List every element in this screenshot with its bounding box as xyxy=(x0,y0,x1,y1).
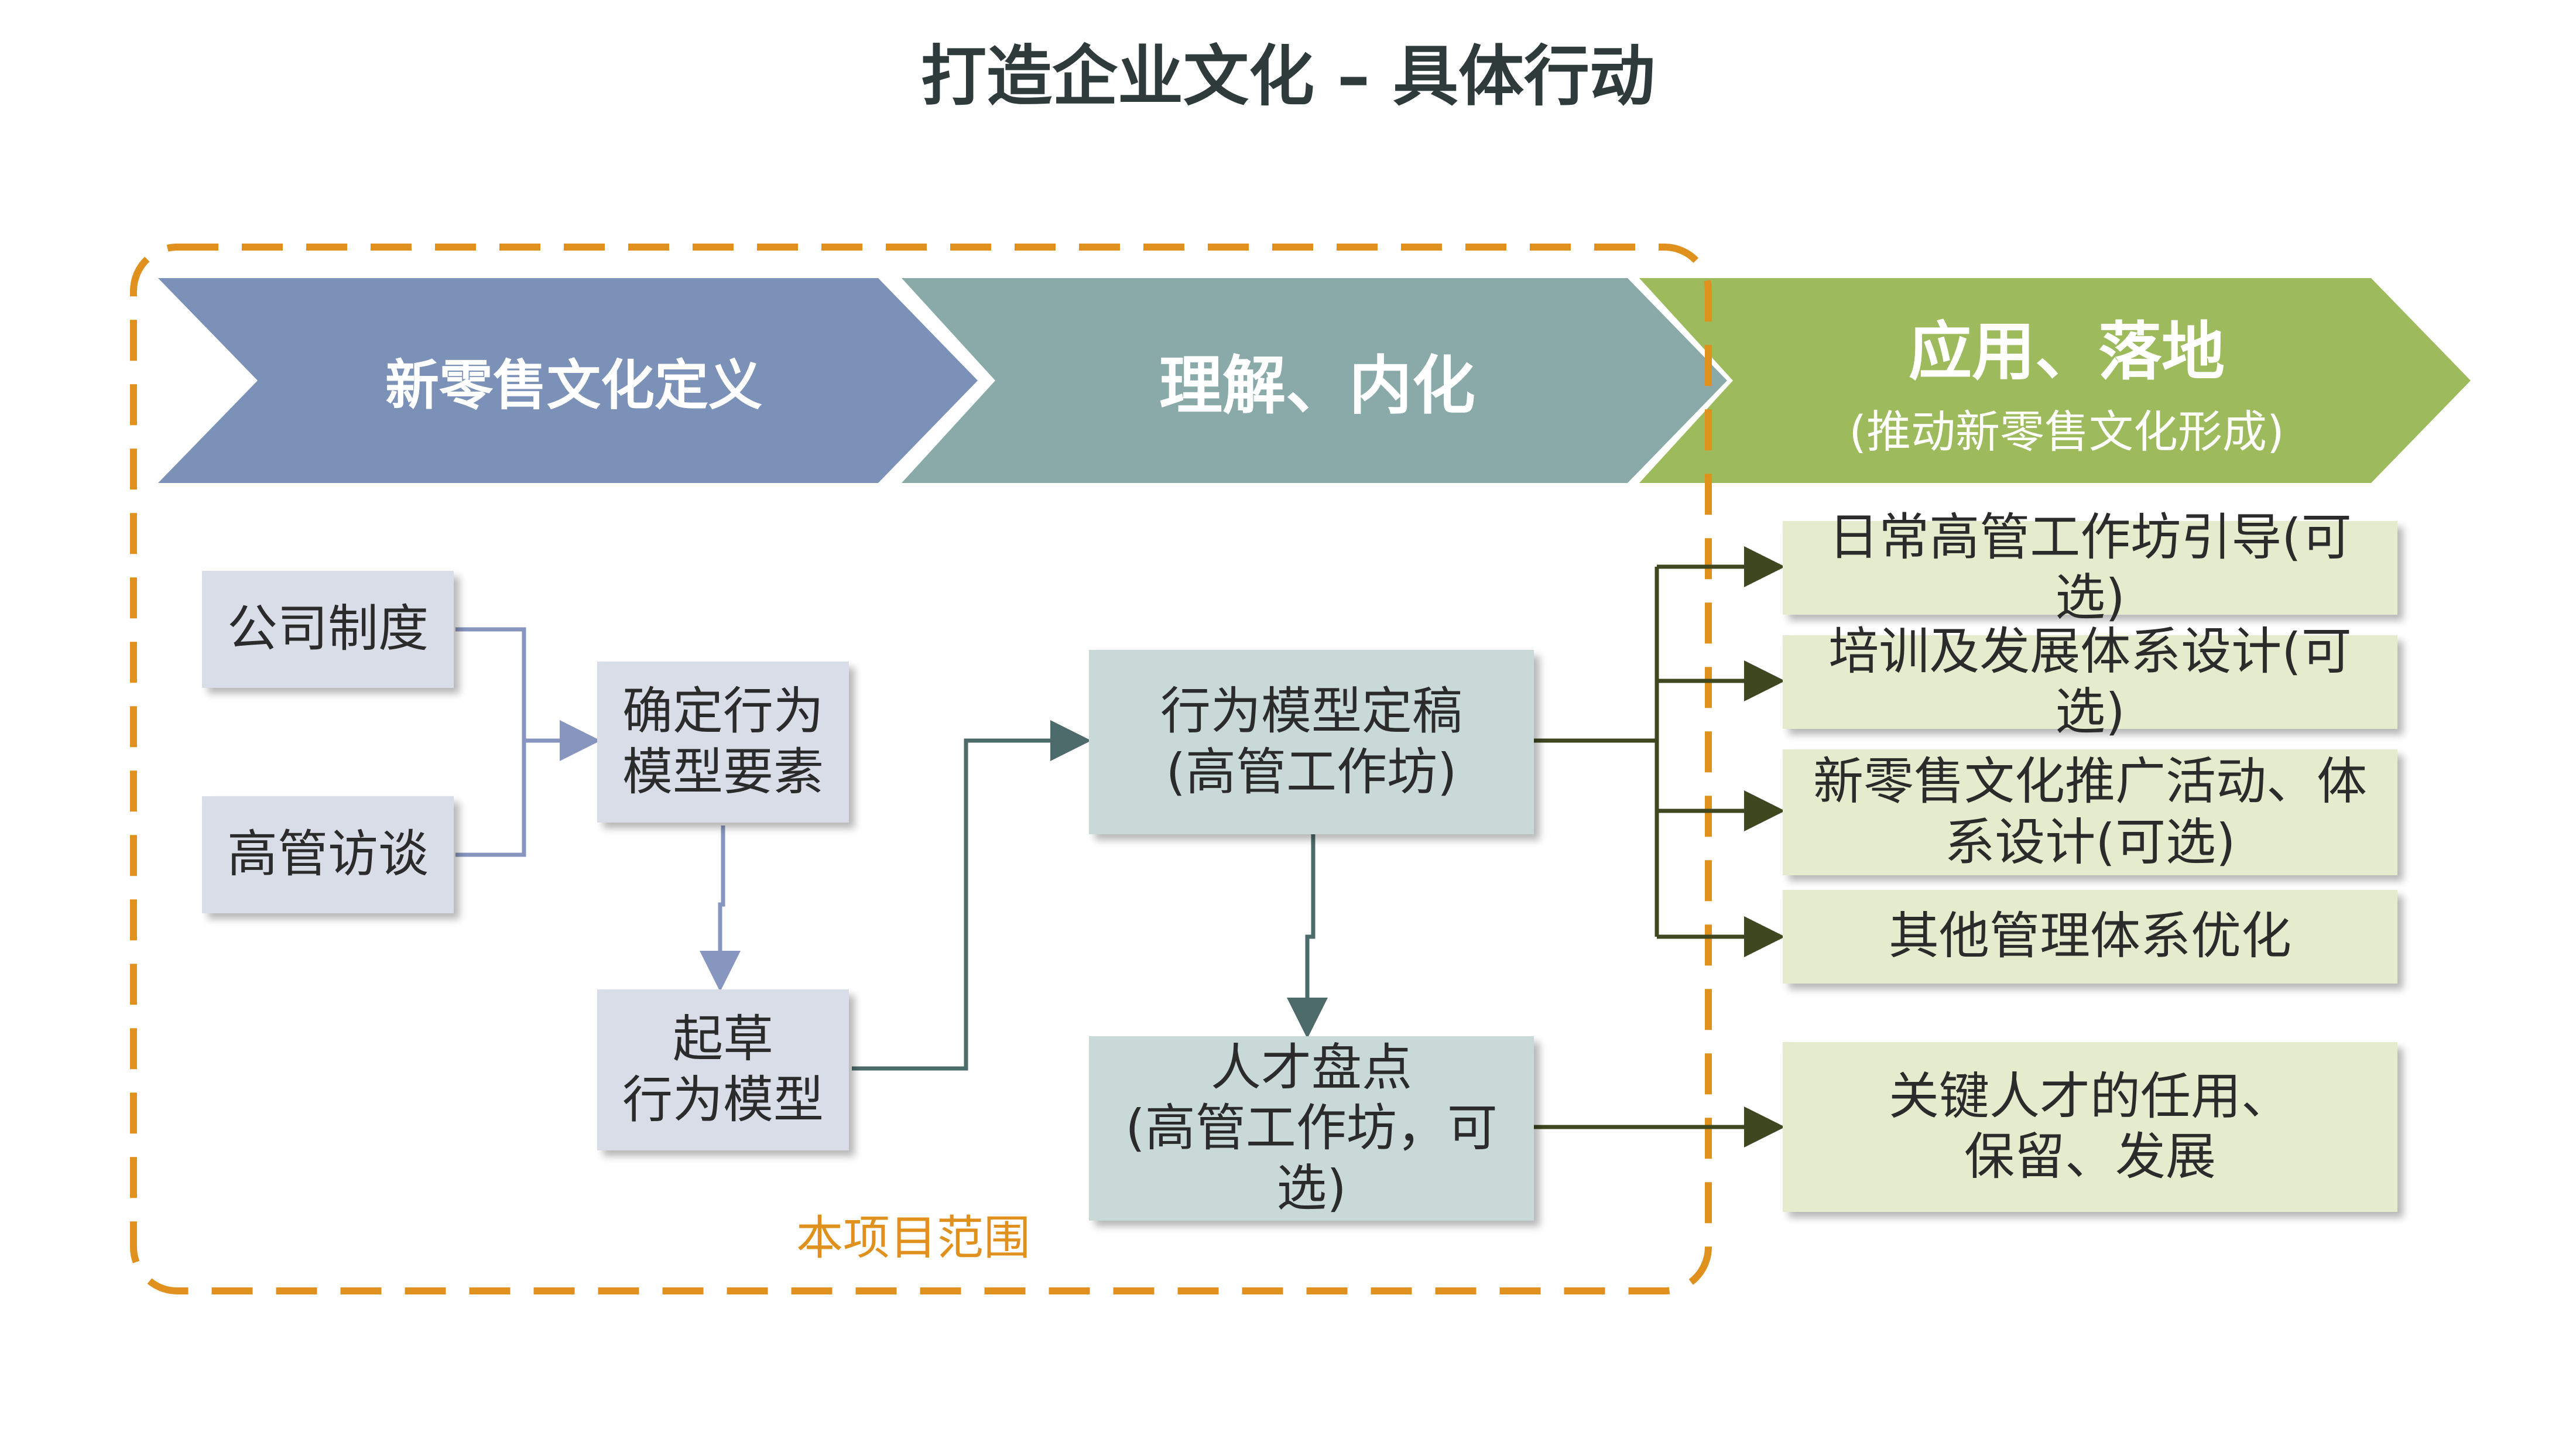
box-define-elements-line1: 确定行为 xyxy=(622,682,824,741)
phase-2-label: 理解、内化 xyxy=(989,278,1645,483)
box-training-system: 培训及发展体系设计(可选) xyxy=(1783,622,2397,741)
box-exec-interview: 高管访谈 xyxy=(202,796,454,913)
box-key-talent: 关键人才的任用、 保留、发展 xyxy=(1783,1042,2397,1212)
phase-2-title: 理解、内化 xyxy=(1159,350,1475,423)
box-culture-promotion-line1: 新零售文化推广活动、体 xyxy=(1813,752,2367,811)
connector-finalize-talent xyxy=(1287,834,1328,1039)
connector-policy xyxy=(455,627,526,741)
phase-chevron-1 xyxy=(158,278,978,483)
phase-3-title: 应用、落地 xyxy=(1908,316,2225,389)
box-culture-promotion: 新零售文化推广活动、体 系设计(可选) xyxy=(1783,749,2397,875)
box-daily-workshop-text: 日常高管工作坊引导(可选) xyxy=(1828,508,2352,627)
box-talent-review: 人才盘点 (高管工作坊，可 选) xyxy=(1089,1036,1534,1221)
box-finalize-model: 行为模型定稿 (高管工作坊) xyxy=(1089,650,1534,834)
box-draft-model: 起草 行为模型 xyxy=(597,989,849,1150)
box-other-systems-text: 其他管理体系优化 xyxy=(1889,907,2291,966)
box-daily-workshop: 日常高管工作坊引导(可选) xyxy=(1783,508,2397,627)
box-finalize-model-line1: 行为模型定稿 xyxy=(1160,682,1462,741)
project-scope-border xyxy=(130,244,1712,1294)
box-draft-model-line1: 起草 xyxy=(673,1010,773,1069)
phase-3-subtitle: (推动新零售文化形成) xyxy=(1849,406,2284,458)
box-other-systems: 其他管理体系优化 xyxy=(1783,890,2397,984)
box-define-elements-line2: 模型要素 xyxy=(622,742,824,801)
box-key-talent-line1: 关键人才的任用、 xyxy=(1889,1067,2291,1126)
box-draft-model-line2: 行为模型 xyxy=(622,1070,824,1129)
box-company-policy-text: 公司制度 xyxy=(227,600,429,659)
box-finalize-model-line2: (高管工作坊) xyxy=(1166,742,1457,801)
connector-interview xyxy=(455,741,526,857)
connector-draft-finalize xyxy=(852,720,1091,1071)
box-key-talent-line2: 保留、发展 xyxy=(1964,1128,2216,1186)
connector-define-draft xyxy=(700,825,741,992)
box-exec-interview-text: 高管访谈 xyxy=(227,825,429,884)
box-training-system-text: 培训及发展体系设计(可选) xyxy=(1828,622,2352,741)
phase-3-label: 应用、落地 (推动新零售文化形成) xyxy=(1733,278,2400,483)
phase-1-title: 新零售文化定义 xyxy=(385,354,762,417)
phase-1-label: 新零售文化定义 xyxy=(246,278,902,483)
project-scope-label: 本项目范围 xyxy=(796,1211,1030,1265)
box-culture-promotion-line2: 系设计(可选) xyxy=(1944,813,2236,872)
box-talent-review-line3: 选) xyxy=(1276,1159,1347,1218)
phase-chevron-2 xyxy=(902,278,1727,483)
box-company-policy: 公司制度 xyxy=(202,571,454,688)
box-talent-review-line2: (高管工作坊，可 xyxy=(1125,1098,1498,1157)
phase-chevron-3 xyxy=(1639,278,2471,483)
box-talent-review-line1: 人才盘点 xyxy=(1211,1038,1412,1097)
page-title: 打造企业文化 – 具体行动 xyxy=(921,39,1655,115)
box-define-elements: 确定行为 模型要素 xyxy=(597,662,849,823)
